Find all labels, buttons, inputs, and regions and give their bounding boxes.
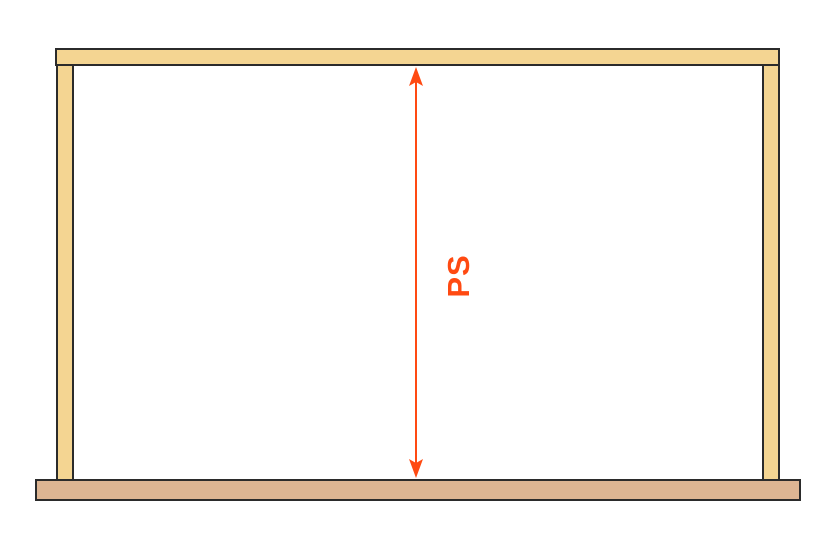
dimension-label: PS <box>441 254 476 297</box>
floor-slab <box>35 479 801 501</box>
top-plate <box>55 48 780 66</box>
right-stud <box>762 64 780 481</box>
left-stud <box>56 64 74 481</box>
dimension-arrow-top-icon <box>409 67 423 86</box>
dimension-arrow-bottom-icon <box>409 459 423 478</box>
